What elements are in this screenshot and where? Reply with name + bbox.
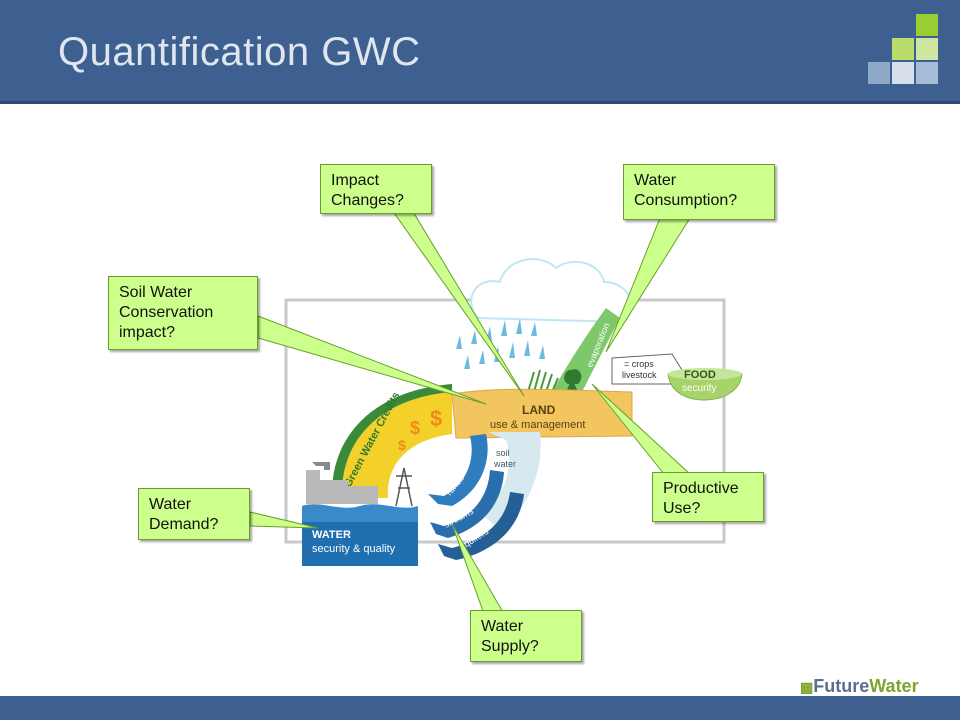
runoff-arrow — [428, 434, 488, 506]
callout-line: Conservation — [119, 304, 214, 321]
tree-icon — [564, 369, 582, 392]
logo-squares-icon: ▩ — [800, 679, 814, 695]
water-consumption-callout: Water Consumption? — [623, 164, 775, 220]
soil-water-flow — [482, 432, 541, 530]
land-band — [451, 388, 633, 439]
food-bowl-icon — [667, 373, 743, 401]
header-logo-icon — [868, 14, 938, 84]
water-subtitle: security & quality — [312, 543, 396, 555]
callout-line: Water — [481, 618, 524, 635]
callout-line: Soil Water — [119, 284, 193, 301]
logo-text-future: Future — [813, 676, 870, 696]
logo-text-water: Water — [869, 676, 919, 696]
soil-water-label-1: soil — [496, 448, 510, 458]
slide-title: Quantification GWC — [58, 30, 421, 74]
land-title: LAND — [522, 403, 556, 417]
dollar-sign-3: $ — [430, 406, 442, 431]
callout-line: Productive — [663, 480, 739, 497]
dollar-sign-1: $ — [398, 437, 406, 453]
green-water-credits-band — [331, 384, 452, 498]
callout-line: Demand? — [149, 516, 219, 533]
slide-footer — [0, 696, 960, 720]
crops-label: = crops — [624, 359, 654, 369]
callout-line: Consumption? — [634, 192, 738, 209]
rain-icon — [456, 318, 545, 369]
food-title: FOOD — [684, 369, 716, 381]
soil-water-conservation-callout: Soil Water Conservation impact? — [108, 276, 258, 350]
slide-header: Quantification GWC — [0, 0, 960, 104]
water-box — [302, 522, 418, 566]
aquifers-arrow — [438, 492, 524, 560]
faucet-building-icon — [306, 462, 378, 504]
callout-line: Use? — [663, 500, 701, 517]
callout-line: Impact — [331, 172, 380, 189]
callout-line: Water — [634, 172, 677, 189]
food-subtitle: security — [682, 383, 716, 394]
plants-icon — [527, 369, 559, 393]
callout-line: Water — [149, 496, 192, 513]
demand-pointer — [249, 511, 319, 529]
water-title: WATER — [312, 529, 351, 541]
futurewater-logo: ▩FutureWater — [800, 676, 919, 697]
callout-line: Supply? — [481, 638, 539, 655]
productive-use-callout: Productive Use? — [652, 472, 764, 522]
green-water-credits-arc — [341, 392, 452, 498]
streams-arrow — [430, 470, 504, 538]
dollar-sign-2: $ — [410, 418, 420, 438]
pylon-icon — [395, 467, 413, 507]
water-demand-callout: Water Demand? — [138, 488, 250, 540]
water-supply-callout: Water Supply? — [470, 610, 582, 662]
callout-line: Changes? — [331, 192, 404, 209]
land-subtitle: use & management — [490, 419, 585, 431]
soil-pointer — [257, 315, 487, 405]
livestock-label: livestock — [622, 370, 657, 380]
water-pool — [302, 504, 418, 524]
callout-line: impact? — [119, 324, 176, 341]
impact-changes-callout: Impact Changes? — [320, 164, 432, 214]
cloud-icon — [470, 258, 633, 324]
food-bowl-rim — [668, 368, 742, 380]
soil-water-label-2: water — [493, 459, 516, 469]
